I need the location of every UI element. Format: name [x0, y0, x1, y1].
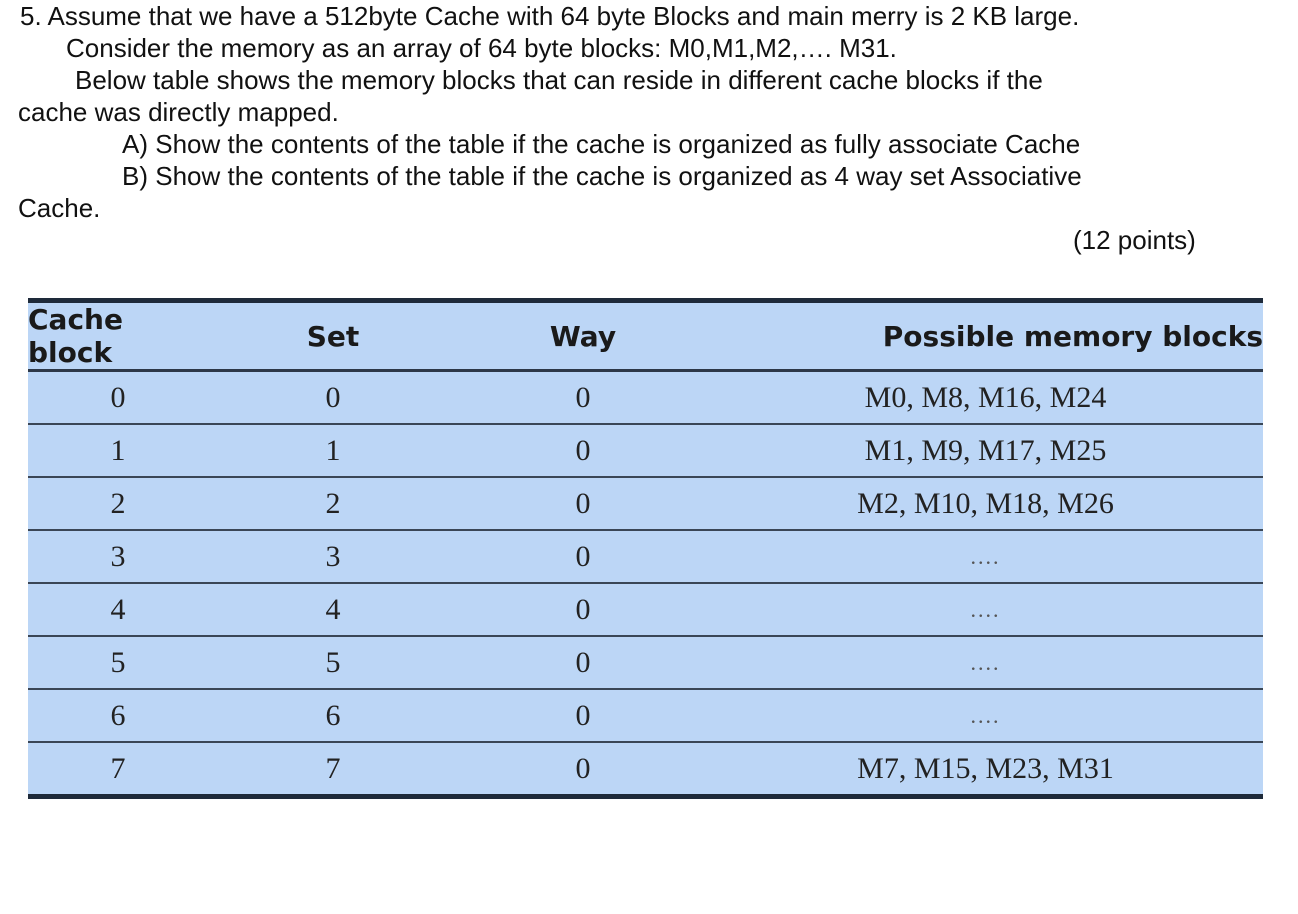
cell-memory-blocks: .... — [970, 649, 1001, 675]
question-line-4: cache was directly mapped. — [18, 97, 339, 127]
cell-cache-block: 6 — [110, 698, 126, 732]
cell-set: 7 — [325, 751, 341, 785]
header-cache-block: Cache block — [28, 303, 123, 369]
cell-cache-block: 0 — [110, 380, 126, 414]
question-line-1: 5. Assume that we have a 512byte Cache w… — [20, 1, 1080, 31]
cell-set: 4 — [325, 592, 341, 626]
cell-memory-blocks: .... — [970, 543, 1001, 569]
cell-memory-blocks: M2, M10, M18, M26 — [857, 486, 1114, 520]
table-row: 0 0 0 M0, M8, M16, M24 — [28, 371, 1263, 424]
cell-way: 0 — [575, 433, 591, 467]
cell-memory-blocks: .... — [970, 702, 1001, 728]
question-part-b-continued: Cache. — [18, 193, 101, 223]
cell-set: 1 — [325, 433, 341, 467]
question-part-a: A) Show the contents of the table if the… — [122, 129, 1081, 159]
header-set: Set — [306, 319, 360, 353]
cell-way: 0 — [575, 751, 591, 785]
table-row: 3 3 0 .... — [28, 530, 1263, 583]
cell-way: 0 — [575, 380, 591, 414]
header-possible-memory-blocks: Possible memory blocks — [882, 319, 1263, 353]
cell-way: 0 — [575, 486, 591, 520]
table-row: 5 5 0 .... — [28, 636, 1263, 689]
cell-memory-blocks: M1, M9, M17, M25 — [864, 433, 1107, 467]
table-row: 2 2 0 M2, M10, M18, M26 — [28, 477, 1263, 530]
cell-way: 0 — [575, 645, 591, 679]
cell-cache-block: 1 — [110, 433, 126, 467]
cell-cache-block: 4 — [110, 592, 126, 626]
cell-set: 2 — [325, 486, 341, 520]
cell-set: 3 — [325, 539, 341, 573]
table-row: 4 4 0 .... — [28, 583, 1263, 636]
cell-cache-block: 3 — [110, 539, 126, 573]
cell-set: 5 — [325, 645, 341, 679]
cell-cache-block: 5 — [110, 645, 126, 679]
header-way: Way — [549, 319, 617, 353]
cell-way: 0 — [575, 698, 591, 732]
cell-set: 6 — [325, 698, 341, 732]
cell-cache-block: 7 — [110, 751, 126, 785]
question-line-3: Below table shows the memory blocks that… — [75, 65, 1043, 95]
cell-memory-blocks: .... — [970, 596, 1001, 622]
cell-set: 0 — [325, 380, 341, 414]
question-line-2: Consider the memory as an array of 64 by… — [66, 33, 897, 63]
table-row: 1 1 0 M1, M9, M17, M25 — [28, 424, 1263, 477]
cell-memory-blocks: M7, M15, M23, M31 — [857, 751, 1114, 785]
cell-way: 0 — [575, 592, 591, 626]
cell-way: 0 — [575, 539, 591, 573]
table-header-row: Cache block Set Way Possible memory bloc… — [28, 300, 1263, 371]
table-row: 6 6 0 .... — [28, 689, 1263, 742]
cache-mapping-table: Cache block Set Way Possible memory bloc… — [28, 298, 1263, 799]
table-row: 7 7 0 M7, M15, M23, M31 — [28, 742, 1263, 797]
question-part-b: B) Show the contents of the table if the… — [122, 161, 1082, 191]
points-label: (12 points) — [1073, 225, 1196, 255]
cell-memory-blocks: M0, M8, M16, M24 — [864, 380, 1107, 414]
cell-cache-block: 2 — [110, 486, 126, 520]
